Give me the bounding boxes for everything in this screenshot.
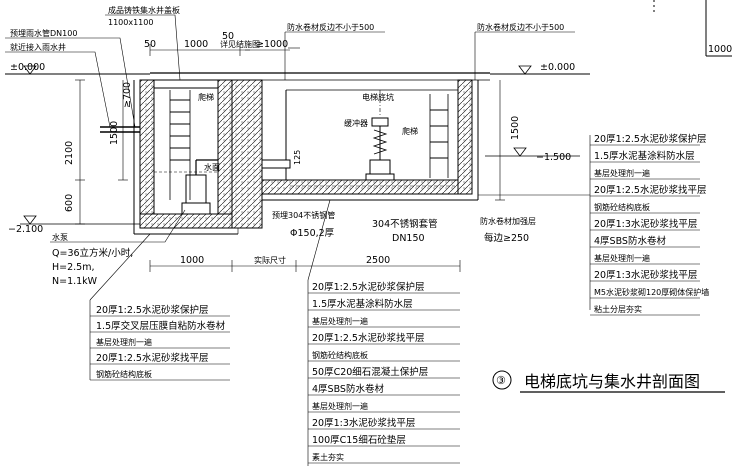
top-right-dim: 1000 bbox=[708, 44, 732, 55]
elevation-marker-right-mid bbox=[485, 147, 580, 157]
legend-right-item: 20厚1:3水泥砂浆找平层 bbox=[594, 269, 697, 281]
title-number: ③ bbox=[496, 374, 506, 387]
elevation-marker-right-top bbox=[518, 65, 532, 75]
legend-left-item: 基层处理剂一遍 bbox=[96, 337, 152, 347]
legend-center-item: 4厚SBS防水卷材 bbox=[312, 383, 384, 395]
legend-left-item: 钢筋砼结构底板 bbox=[96, 369, 152, 379]
legend-left-item: 1.5厚交叉层压膜自粘防水卷材 bbox=[96, 320, 226, 332]
sleeve-label: 预埋304不锈钢管 bbox=[272, 210, 335, 220]
cover-plate-label: 成品铸铁集水井盖板 bbox=[108, 5, 180, 15]
legend-right-item: 钢筋砼结构底板 bbox=[594, 202, 650, 212]
elev-right-mid: −1.500 bbox=[536, 152, 571, 163]
legend-right-item: 4厚SBS防水卷材 bbox=[594, 235, 666, 247]
pipe-embed-label: 预埋雨水管DN100 bbox=[10, 28, 77, 38]
legend-center-item: 50厚C20细石混凝土保护层 bbox=[312, 366, 428, 378]
dim-1500-left: 1500 bbox=[109, 121, 120, 145]
dim-50-left: 50 bbox=[144, 39, 156, 50]
legend-right-item: 20厚1:2.5水泥砂浆找平层 bbox=[594, 184, 706, 196]
detail-note: 详见结施图 bbox=[220, 39, 260, 49]
elevation-marker-left-top bbox=[23, 65, 37, 75]
elevation-marker-left-bottom bbox=[20, 215, 150, 225]
legend-right-item: 20厚1:3水泥砂浆找平层 bbox=[594, 218, 697, 230]
pump bbox=[181, 159, 218, 215]
legend-center-item: 素土夯实 bbox=[312, 452, 344, 462]
buffer-label: 缓冲器 bbox=[344, 118, 368, 128]
pump-n: N=1.1kW bbox=[52, 276, 98, 287]
elevator-pit-label: 电梯底坑 bbox=[362, 92, 394, 102]
ladder-left bbox=[169, 90, 191, 200]
drawing-title: 电梯底坑与集水井剖面图 bbox=[524, 372, 700, 391]
sleeve-size-label: Φ150,2厚 bbox=[290, 228, 335, 239]
sump-pit bbox=[133, 79, 239, 235]
legend-left-item: 20厚1:2.5水泥砂浆找平层 bbox=[96, 352, 208, 364]
pipe-connect-label: 就近接入雨水井 bbox=[10, 42, 66, 52]
cover-size-label: 1100x1100 bbox=[108, 18, 153, 27]
elevator-pit bbox=[231, 79, 479, 229]
dim-gte700: ≥700 bbox=[122, 82, 133, 108]
legend-right-item: 基层处理剂一遍 bbox=[594, 253, 650, 263]
legend-center-item: 100厚C15细石砼垫层 bbox=[312, 434, 406, 446]
elev-left-bottom: −2.100 bbox=[8, 224, 43, 235]
legend-right-item: 1.5厚水泥基涂料防水层 bbox=[594, 150, 695, 162]
dim-125: 125 bbox=[293, 150, 302, 165]
elev-left-top: ±0.000 bbox=[10, 62, 45, 73]
legend-center-item: 钢筋砼结构底板 bbox=[312, 350, 368, 360]
legend-center-item: 20厚1:3水泥砂浆找平层 bbox=[312, 417, 415, 429]
legend-right-item: 20厚1:2.5水泥砂浆保护层 bbox=[594, 133, 706, 145]
elev-right-top: ±0.000 bbox=[540, 62, 575, 73]
legend-center-item: 基层处理剂一遍 bbox=[312, 401, 368, 411]
legend-right-item: M5水泥砂浆砌120厚砌体保护墙 bbox=[594, 287, 709, 297]
legend-right-item: 基层处理剂一遍 bbox=[594, 168, 650, 178]
dim-gte1000: ≥1000 bbox=[256, 39, 288, 50]
bottom-dim-2500: 2500 bbox=[366, 255, 390, 266]
waterproof-left-label: 防水卷材反边不小于500 bbox=[287, 22, 374, 32]
bottom-dim-actual: 实际尺寸 bbox=[254, 255, 286, 265]
reinforce-label: 防水卷材加强层 bbox=[480, 216, 536, 226]
legend-center-item: 基层处理剂一遍 bbox=[312, 316, 368, 326]
dim-2100: 2100 bbox=[64, 141, 75, 165]
pump-h: H=2.5m, bbox=[52, 262, 95, 273]
dim-1500-right: 1500 bbox=[510, 116, 521, 140]
dim-600: 600 bbox=[64, 194, 75, 212]
reinforce-width-label: 每边≥250 bbox=[484, 232, 529, 244]
buffer bbox=[365, 117, 395, 181]
bottom-dim-1000: 1000 bbox=[180, 255, 204, 266]
dim-1000-top: 1000 bbox=[184, 39, 208, 50]
dim-50-right: 50 bbox=[222, 31, 234, 42]
pipe-dn-label: DN150 bbox=[392, 233, 425, 244]
legend-center-item: 20厚1:2.5水泥砂浆保护层 bbox=[312, 281, 424, 293]
sleeve-pipe bbox=[261, 159, 291, 169]
ladder-right-label: 爬梯 bbox=[402, 126, 418, 136]
waterproof-right-label: 防水卷材反边不小于500 bbox=[477, 22, 564, 32]
ladder-left-label: 爬梯 bbox=[198, 92, 214, 102]
pump-q: Q=36立方米/小时, bbox=[52, 247, 133, 259]
legend-left-item: 20厚1:2.5水泥砂浆保护层 bbox=[96, 304, 208, 316]
legend-center-item: 20厚1:2.5水泥砂浆找平层 bbox=[312, 332, 424, 344]
title-circle bbox=[492, 370, 512, 390]
legend-right-item: 粘土分层夯实 bbox=[594, 304, 642, 314]
legend-center-item: 1.5厚水泥基涂料防水层 bbox=[312, 298, 413, 310]
stainless-pipe-label: 304不锈钢套管 bbox=[372, 218, 438, 230]
ladder-right bbox=[429, 94, 449, 178]
water-level-label: 水面 bbox=[204, 162, 220, 172]
pump-label: 水泵 bbox=[52, 232, 68, 242]
